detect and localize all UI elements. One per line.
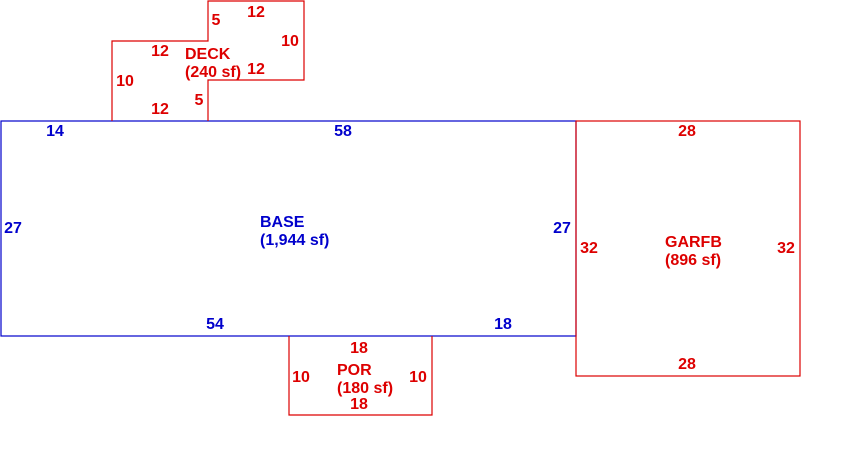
garfb-area: GARFB (896 sf) 28 32 32 28	[575, 120, 801, 377]
deck-dim-lower-left: 10	[116, 73, 134, 90]
base-area: BASE (1,944 sf) 14 58 27 27 54 18	[0, 120, 577, 337]
deck-dim-lower-bottom: 12	[151, 101, 169, 118]
por-dim-right: 10	[409, 369, 427, 386]
deck-dim-upper-left: 5	[212, 12, 221, 29]
garfb-dim-bottom: 28	[678, 356, 696, 373]
base-area-value: (1,944 sf)	[260, 232, 329, 249]
por-outline[interactable]	[288, 336, 433, 416]
por-area: POR (180 sf) 18 10 10 18	[288, 336, 433, 416]
base-dim-right: 27	[553, 220, 571, 237]
base-dim-top-left: 14	[46, 123, 64, 140]
base-dim-bottom-left: 54	[206, 316, 224, 333]
deck-dim-lower-top: 12	[151, 43, 169, 60]
por-dim-bottom: 18	[350, 396, 368, 413]
base-label: BASE	[260, 214, 305, 231]
deck-label: DECK	[185, 46, 231, 63]
garfb-outline[interactable]	[575, 120, 801, 377]
garfb-dim-left: 32	[580, 240, 598, 257]
base-dim-left: 27	[4, 220, 22, 237]
deck-dim-upper-top: 12	[247, 4, 265, 21]
base-dim-bottom-right: 18	[494, 316, 512, 333]
por-dim-left: 10	[292, 369, 310, 386]
por-dim-top: 18	[350, 340, 368, 357]
garfb-dim-top: 28	[678, 123, 696, 140]
garfb-dim-right: 32	[777, 240, 795, 257]
deck-outline[interactable]	[111, 0, 305, 121]
deck-area: DECK (240 sf) 5 12 10 12 12 10 12 5	[111, 0, 305, 121]
por-label: POR	[337, 362, 372, 379]
base-dim-top: 58	[334, 123, 352, 140]
deck-dim-upper-bottom: 12	[247, 61, 265, 78]
garfb-area-value: (896 sf)	[665, 252, 721, 269]
garfb-label: GARFB	[665, 234, 722, 251]
deck-area-value: (240 sf)	[185, 64, 241, 81]
deck-dim-upper-right: 10	[281, 33, 299, 50]
deck-dim-lower-right: 5	[195, 92, 204, 109]
por-area-value: (180 sf)	[337, 380, 393, 397]
